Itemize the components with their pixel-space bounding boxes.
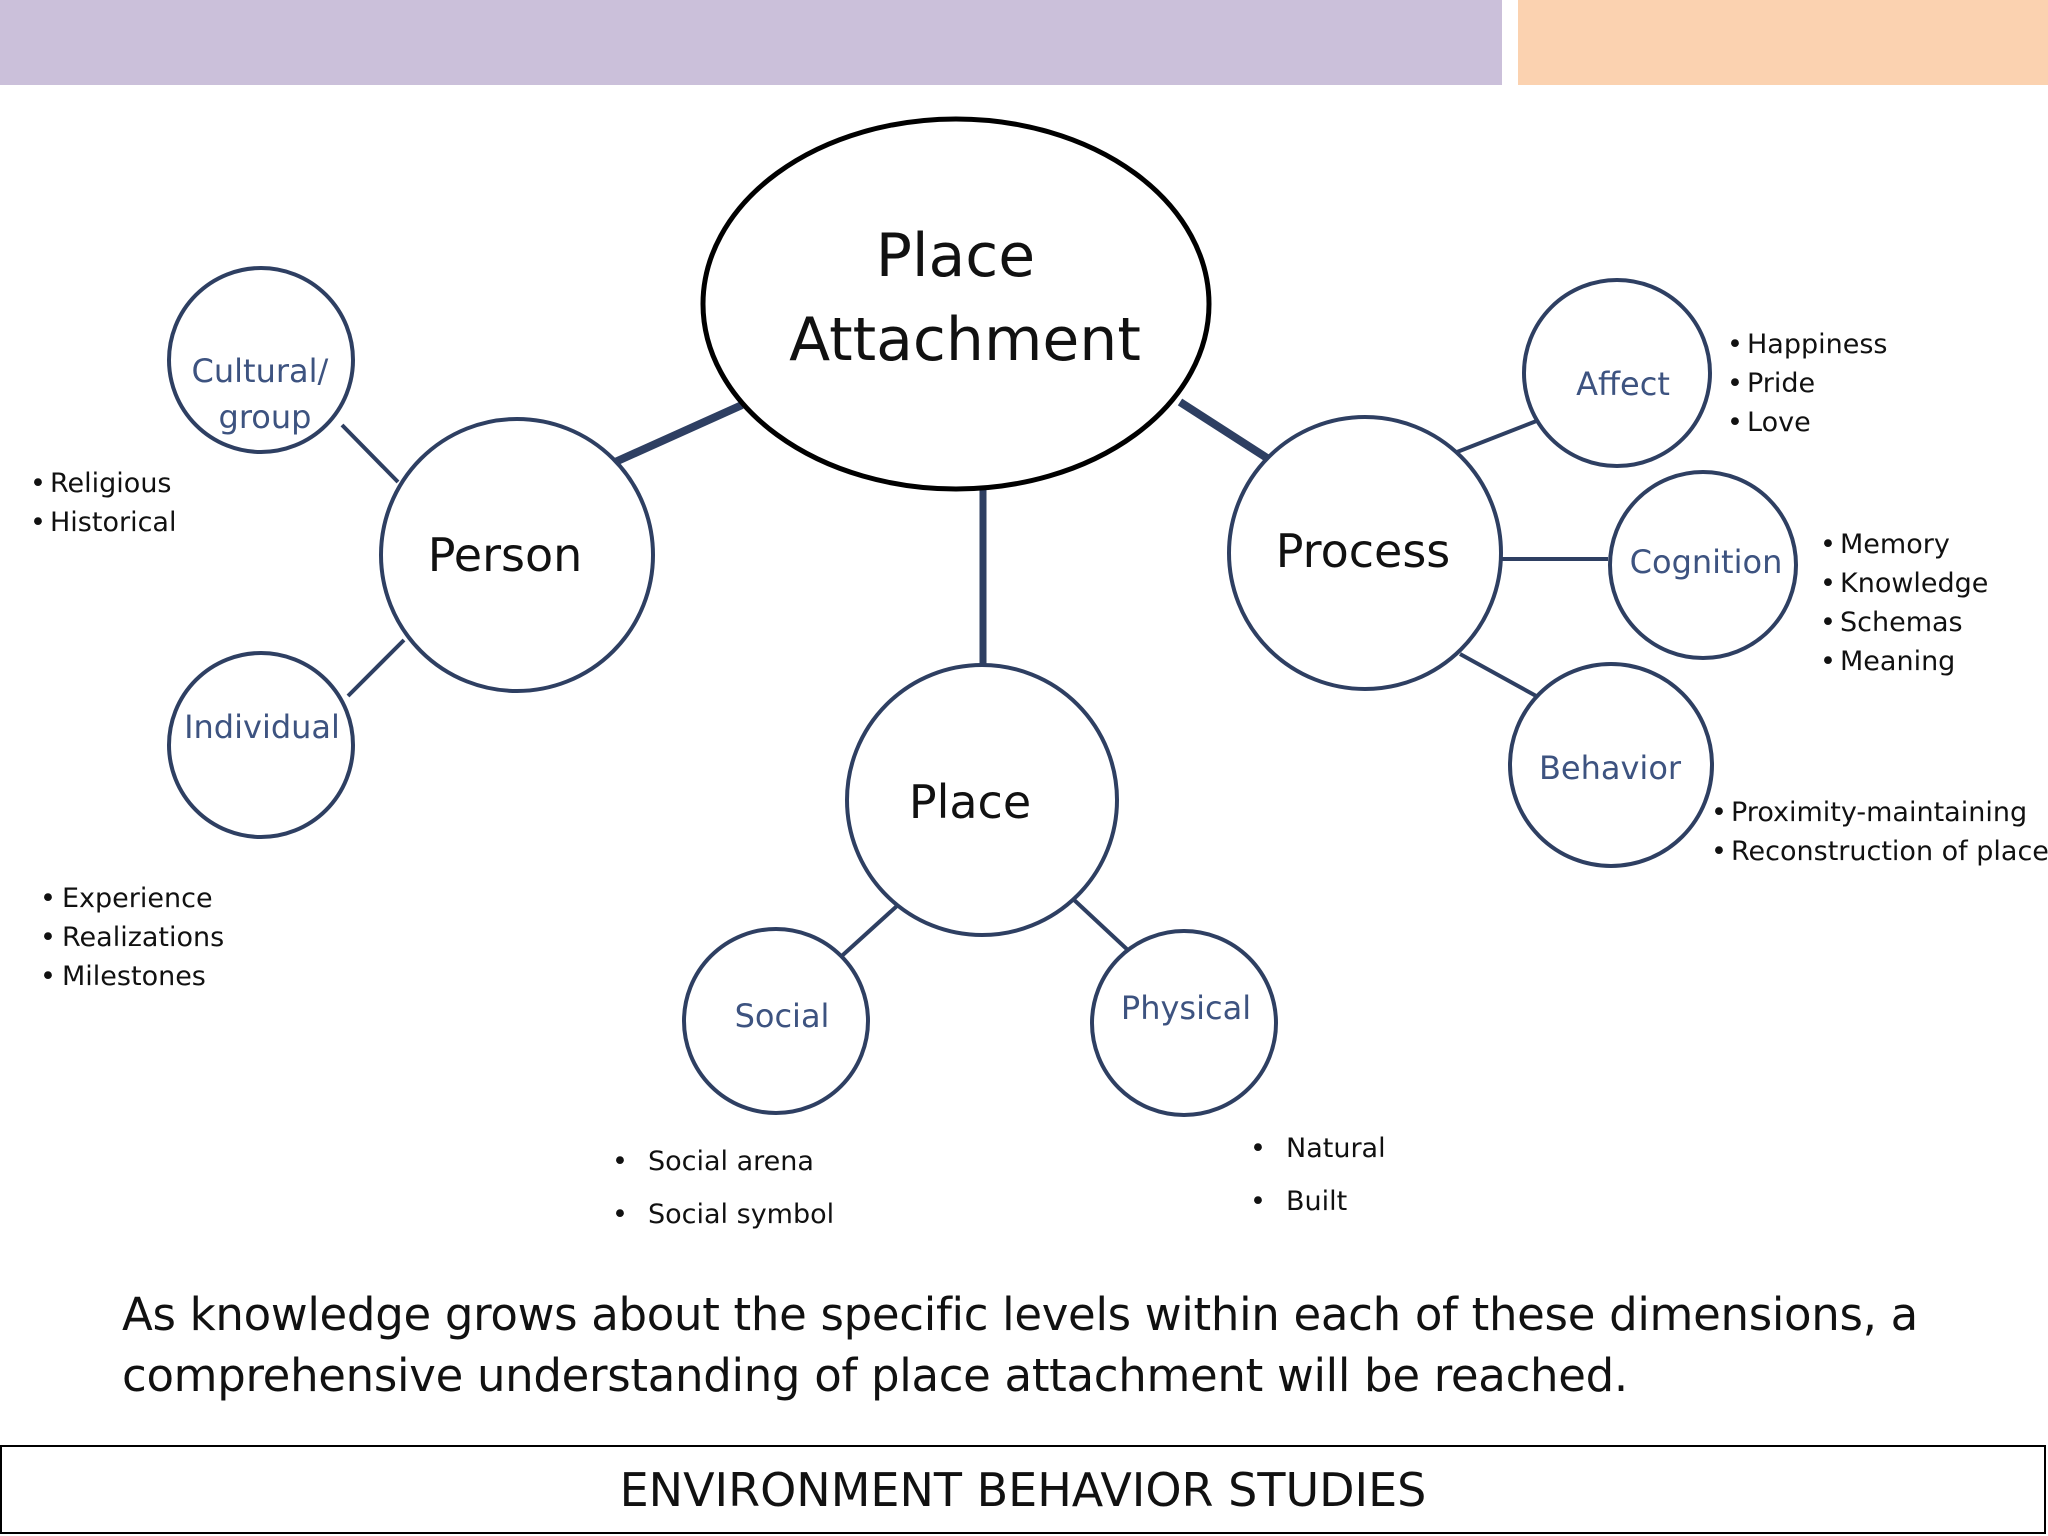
top-accent-bar-left [0,0,1502,85]
connector-place-social [832,903,900,965]
bullet-marker: • [40,922,56,953]
cultural-bullets: •Religious•Historical [30,468,176,538]
bullet-marker: • [30,507,46,538]
connector-process-affect [1456,418,1540,454]
bullet-item: Pride [1747,368,1815,399]
person-node [379,417,655,693]
bullet-item: Schemas [1840,607,1963,638]
bullet-marker: • [612,1146,628,1177]
footer-title: ENVIRONMENT BEHAVIOR STUDIES [619,1462,1427,1517]
bullet-marker: • [40,961,56,992]
person-label: Person [428,528,583,582]
behavior-bullets: •Proximity-maintaining•Reconstruction of… [1711,797,2048,867]
bullet-item: Memory [1840,529,1950,560]
bullet-item: Social arena [648,1146,814,1177]
bullet-marker: • [1711,836,1727,867]
bullet-item: Proximity-maintaining [1731,797,2027,828]
social-node [682,927,870,1115]
bullet-marker: • [1727,407,1743,438]
bullet-marker: • [1711,797,1727,828]
bullet-item: Social symbol [648,1199,834,1230]
bullet-item: Reconstruction of place [1731,836,2048,867]
connector-process-behavior [1459,652,1539,699]
individual-bullets: •Experience•Realizations•Milestones [40,883,224,992]
bullet-marker: • [1250,1133,1266,1164]
bullet-marker: • [1820,529,1836,560]
cultural-label: Cultural/ group [192,352,339,436]
process-node [1227,415,1503,691]
place-node [845,663,1119,937]
bullet-marker: • [1727,329,1743,360]
connector-root-process [1177,398,1270,462]
caption-text: As knowledge grows about the specific le… [122,1288,1918,1402]
bullet-item: Meaning [1840,646,1955,677]
cognition-bullets: •Memory•Knowledge•Schemas•Meaning [1820,529,1988,677]
physical-bullets: • Natural • Built [1250,1133,1386,1217]
bullet-item: Historical [50,507,176,538]
bullet-marker: • [1820,568,1836,599]
bullet-item: Experience [62,883,213,914]
bullet-item: Realizations [62,922,224,953]
process-label: Process [1276,524,1451,578]
individual-label: Individual [184,708,340,746]
bullet-item: Religious [50,468,172,499]
affect-label: Affect [1576,365,1670,403]
cognition-node [1608,470,1798,660]
bullet-marker: • [1250,1186,1266,1217]
footer-banner: ENVIRONMENT BEHAVIOR STUDIES [0,1445,2046,1534]
root-node [700,116,1212,492]
connector-person-cultural [340,423,400,484]
bullet-marker: • [612,1199,628,1230]
root-label: Place Attachment [789,221,1141,375]
behavior-label: Behavior [1539,749,1682,787]
bullet-item: Love [1747,407,1811,438]
cultural-node [167,266,355,454]
individual-node [167,651,355,839]
affect-bullets: •Happiness•Pride•Love [1727,329,1887,438]
cognition-label: Cognition [1630,543,1783,581]
bullet-marker: • [40,883,56,914]
behavior-node [1508,662,1714,868]
bullet-item: Milestones [62,961,206,992]
bullet-marker: • [1820,646,1836,677]
physical-label: Physical [1121,989,1251,1027]
bullet-marker: • [1820,607,1836,638]
bullet-item: Knowledge [1840,568,1988,599]
social-label: Social [735,997,830,1035]
connector-place-physical [1070,896,1133,955]
bullet-item: Natural [1286,1133,1386,1164]
social-bullets: • Social arena • Social symbol [612,1146,834,1230]
place-label: Place [909,775,1031,829]
top-accent-bar-right [1518,0,2048,85]
bullet-item: Happiness [1747,329,1887,360]
bullet-item: Built [1286,1186,1347,1217]
bullet-marker: • [1727,368,1743,399]
physical-node [1090,929,1278,1117]
affect-node [1522,278,1712,468]
connector-root-person [611,401,744,467]
bullet-marker: • [30,468,46,499]
connector-person-individual [346,638,406,698]
